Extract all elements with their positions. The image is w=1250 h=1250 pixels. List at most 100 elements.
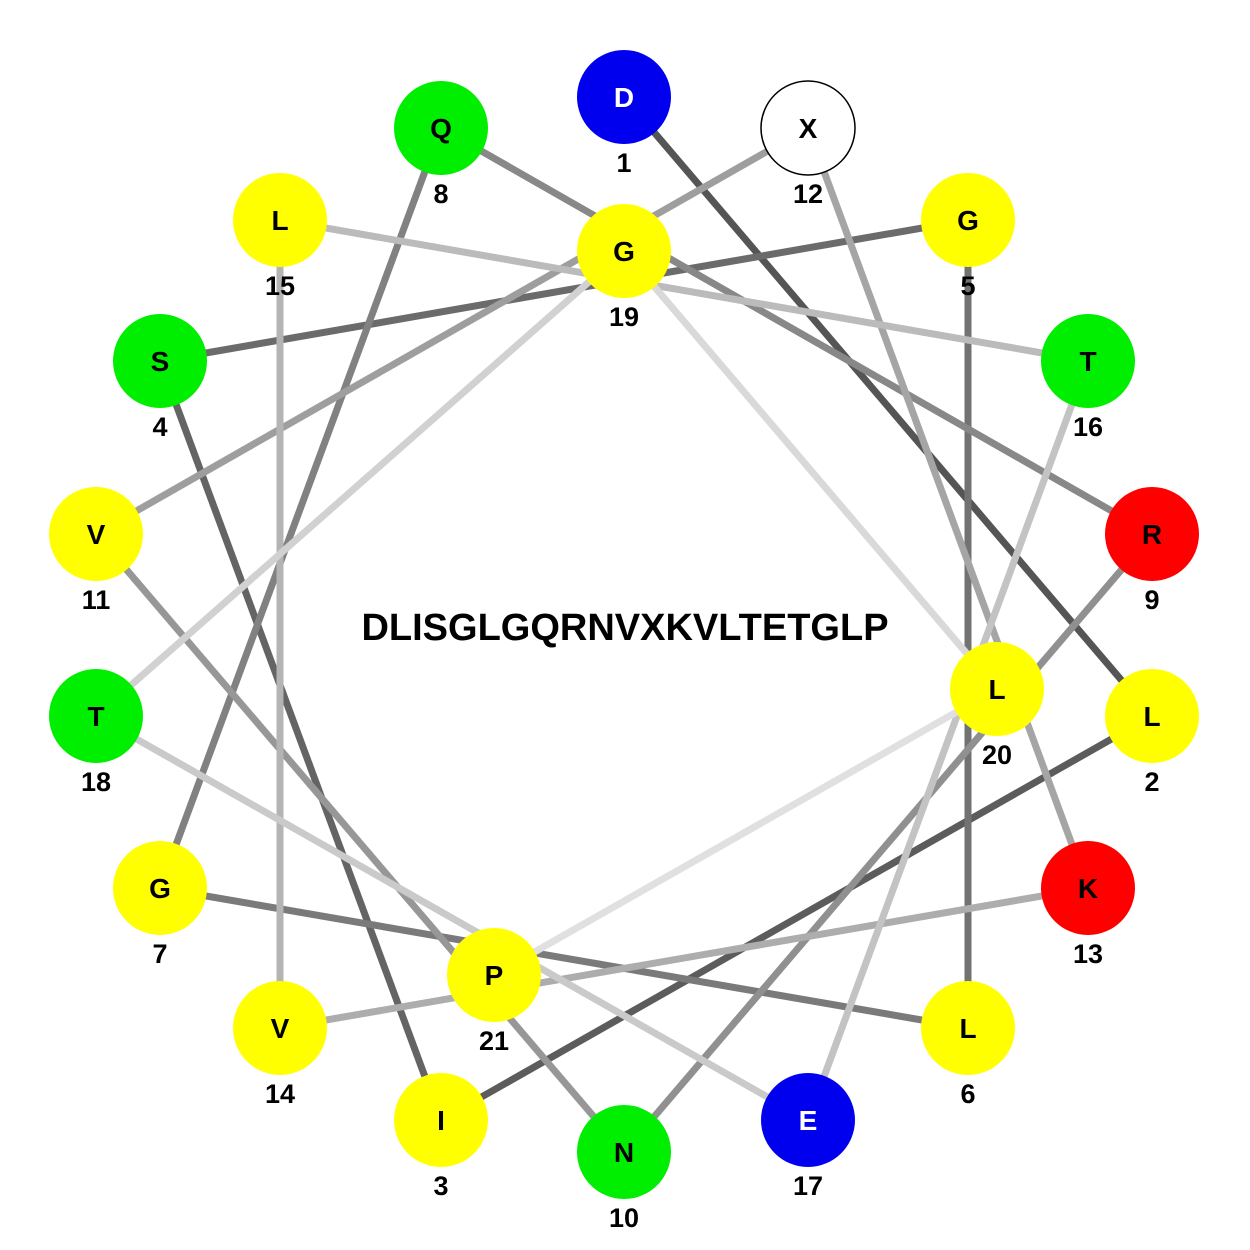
connector-line-15-16 xyxy=(279,216,1089,365)
residue-letter-12: X xyxy=(799,113,818,144)
residue-letter-4: S xyxy=(151,346,170,377)
residue-node-13: K 13 xyxy=(1041,841,1135,969)
residue-node-12: X 12 xyxy=(760,80,856,209)
residue-node-20: L 20 xyxy=(950,642,1044,770)
residue-number-16: 16 xyxy=(1073,412,1103,442)
connector-line-20-21 xyxy=(492,685,999,979)
connector-line-2-3 xyxy=(439,712,1154,1124)
residue-number-5: 5 xyxy=(960,271,975,301)
connector-line-11-12 xyxy=(94,124,810,538)
residue-number-6: 6 xyxy=(960,1079,975,1109)
connector-line-12-13 xyxy=(804,126,1092,890)
residue-node-11: V 11 xyxy=(49,487,143,615)
connector-line-6-7 xyxy=(159,884,969,1032)
residue-circle-9 xyxy=(1105,487,1199,581)
residue-letter-21: P xyxy=(485,960,504,991)
residue-circle-5 xyxy=(921,173,1015,267)
residue-circle-6 xyxy=(921,981,1015,1075)
residue-number-2: 2 xyxy=(1144,767,1159,797)
residue-circle-17 xyxy=(761,1073,855,1167)
residue-node-16: T 16 xyxy=(1041,314,1135,442)
residue-node-2: L2 xyxy=(1105,669,1199,797)
residue-nodes: D1L2I3S4G5L6G7Q8R9N10V11X12K13V14L15T16E… xyxy=(49,50,1199,1233)
residue-letter-16: T xyxy=(1079,346,1096,377)
connector-line-18-19 xyxy=(93,248,627,719)
residue-connector-lines xyxy=(93,94,1155,1155)
residue-letter-1: D xyxy=(614,82,634,113)
residue-node-8: Q8 xyxy=(394,81,488,209)
residue-circle-8 xyxy=(394,81,488,175)
residue-node-1: D1 xyxy=(577,50,671,178)
residue-number-1: 1 xyxy=(616,148,631,178)
residue-node-18: T 18 xyxy=(49,669,143,797)
residue-node-19: G 19 xyxy=(577,204,671,332)
connector-line-8-9 xyxy=(439,124,1154,538)
residue-node-9: R9 xyxy=(1105,487,1199,615)
residue-letter-20: L xyxy=(988,674,1005,705)
residue-circle-20 xyxy=(950,642,1044,736)
residue-circle-2 xyxy=(1105,669,1199,763)
residue-letter-10: N xyxy=(614,1137,634,1168)
residue-letter-13: K xyxy=(1078,873,1098,904)
residue-circle-14 xyxy=(233,981,327,1075)
residue-circle-3 xyxy=(394,1073,488,1167)
residue-letter-19: G xyxy=(613,236,635,267)
residue-number-3: 3 xyxy=(433,1171,448,1201)
connector-line-16-17 xyxy=(804,359,1092,1122)
connector-line-9-10 xyxy=(621,531,1155,1155)
residue-letter-18: T xyxy=(87,701,104,732)
residue-number-13: 13 xyxy=(1073,939,1103,969)
residue-node-4: S4 xyxy=(113,314,207,442)
residue-number-19: 19 xyxy=(609,302,639,332)
residue-number-12: 12 xyxy=(793,179,823,209)
residue-circle-4 xyxy=(113,314,207,408)
residue-letter-14: V xyxy=(271,1013,290,1044)
residue-circle-19 xyxy=(577,204,671,298)
residue-node-6: L6 xyxy=(921,981,1015,1109)
residue-number-11: 11 xyxy=(82,585,111,615)
residue-letter-6: L xyxy=(959,1013,976,1044)
residue-circle-18 xyxy=(49,669,143,763)
residue-circle-10 xyxy=(577,1105,671,1199)
residue-node-14: V 14 xyxy=(233,981,327,1109)
residue-node-3: I3 xyxy=(394,1073,488,1201)
connector-line-17-18 xyxy=(94,712,810,1124)
residue-node-10: N 10 xyxy=(577,1105,671,1233)
residue-circle-1 xyxy=(577,50,671,144)
connector-line-7-8 xyxy=(156,126,445,890)
residue-circle-16 xyxy=(1041,314,1135,408)
residue-number-21: 21 xyxy=(479,1026,509,1056)
residue-number-10: 10 xyxy=(609,1203,639,1233)
residue-number-9: 9 xyxy=(1144,585,1159,615)
residue-letter-5: G xyxy=(957,205,979,236)
residue-node-21: P 21 xyxy=(447,928,541,1056)
connector-line-4-5 xyxy=(159,216,969,365)
residue-letter-3: I xyxy=(437,1105,445,1136)
connector-line-19-20 xyxy=(621,248,1000,692)
residue-number-4: 4 xyxy=(152,412,167,442)
residue-letter-17: E xyxy=(799,1105,818,1136)
residue-letter-11: V xyxy=(87,519,106,550)
residue-circle-13 xyxy=(1041,841,1135,935)
residue-number-7: 7 xyxy=(152,939,167,969)
residue-letter-7: G xyxy=(149,873,171,904)
connector-line-13-14 xyxy=(279,884,1089,1032)
residue-letter-15: L xyxy=(271,205,288,236)
sequence-title: DLISGLGQRNVXKVLTETGLP xyxy=(361,607,888,649)
residue-number-14: 14 xyxy=(265,1079,295,1109)
residue-number-20: 20 xyxy=(982,740,1012,770)
residue-node-17: E17 xyxy=(761,1073,855,1201)
residue-number-18: 18 xyxy=(81,767,111,797)
residue-circle-7 xyxy=(113,841,207,935)
residue-letter-8: Q xyxy=(430,113,452,144)
residue-node-5: G5 xyxy=(921,173,1015,301)
residue-letter-9: R xyxy=(1142,519,1162,550)
residue-circle-21 xyxy=(447,928,541,1022)
residue-node-7: G7 xyxy=(113,841,207,969)
residue-circle-12 xyxy=(760,80,856,176)
connector-line-1-2 xyxy=(621,94,1155,719)
residue-circle-15 xyxy=(233,173,327,267)
residue-circle-11 xyxy=(49,487,143,581)
